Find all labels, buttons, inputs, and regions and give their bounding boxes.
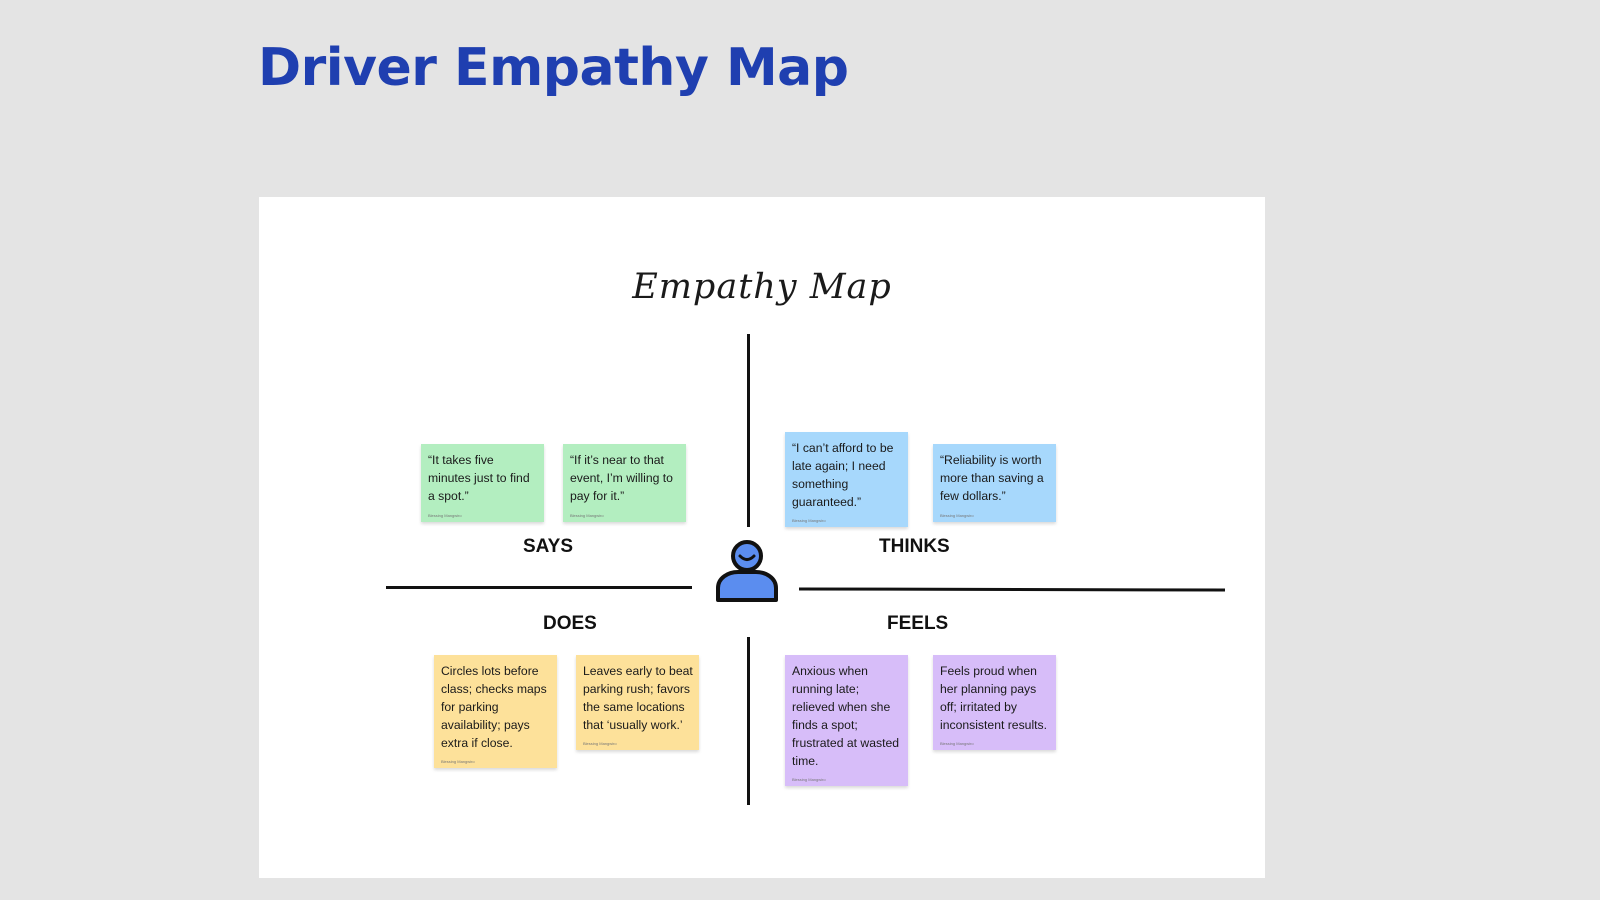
person-icon (716, 540, 778, 602)
sticky-note-feels[interactable]: Anxious when running late; relieved when… (785, 655, 908, 786)
sticky-note-does[interactable]: Circles lots before class; checks maps f… (434, 655, 557, 768)
sticky-note-author: Blessing Mangwiro (940, 741, 974, 746)
sticky-note-author: Blessing Mangwiro (428, 513, 462, 518)
sticky-note-says[interactable]: “It takes five minutes just to find a sp… (421, 444, 544, 522)
sticky-note-thinks[interactable]: “Reliability is worth more than saving a… (933, 444, 1056, 522)
sticky-note-text: Circles lots before class; checks maps f… (441, 664, 547, 750)
page-title: Driver Empathy Map (258, 38, 849, 98)
board-title: Empathy Map (632, 267, 892, 307)
quadrant-label-thinks: THINKS (879, 536, 950, 557)
quadrant-label-feels: FEELS (887, 613, 949, 634)
sticky-note-text: Anxious when running late; relieved when… (792, 664, 900, 768)
sticky-note-thinks[interactable]: “I can’t afford to be late again; I need… (785, 432, 908, 527)
sticky-note-does[interactable]: Leaves early to beat parking rush; favor… (576, 655, 699, 750)
sticky-note-feels[interactable]: Feels proud when her planning pays off; … (933, 655, 1056, 750)
sticky-note-says[interactable]: “If it’s near to that event, I’m willing… (563, 444, 686, 522)
quadrant-label-does: DOES (543, 613, 597, 634)
sticky-note-text: “It takes five minutes just to find a sp… (428, 453, 530, 503)
horizontal-divider-left (386, 586, 692, 589)
sticky-note-author: Blessing Mangwiro (570, 513, 604, 518)
sticky-note-text: Feels proud when her planning pays off; … (940, 664, 1048, 732)
vertical-divider-top (747, 334, 750, 527)
sticky-note-text: “I can’t afford to be late again; I need… (792, 441, 894, 509)
empathy-map-board: Empathy Map SAYS THINKS DOES FEELS “It t… (259, 197, 1265, 878)
sticky-note-text: “If it’s near to that event, I’m willing… (570, 453, 673, 503)
quadrant-label-says: SAYS (523, 536, 573, 557)
vertical-divider-bottom (747, 637, 750, 805)
sticky-note-author: Blessing Mangwiro (792, 777, 826, 782)
sticky-note-author: Blessing Mangwiro (792, 518, 826, 523)
horizontal-divider-right (798, 587, 1226, 592)
sticky-note-author: Blessing Mangwiro (940, 513, 974, 518)
sticky-note-text: “Reliability is worth more than saving a… (940, 453, 1044, 503)
sticky-note-text: Leaves early to beat parking rush; favor… (583, 664, 693, 732)
sticky-note-author: Blessing Mangwiro (441, 759, 475, 764)
sticky-note-author: Blessing Mangwiro (583, 741, 617, 746)
